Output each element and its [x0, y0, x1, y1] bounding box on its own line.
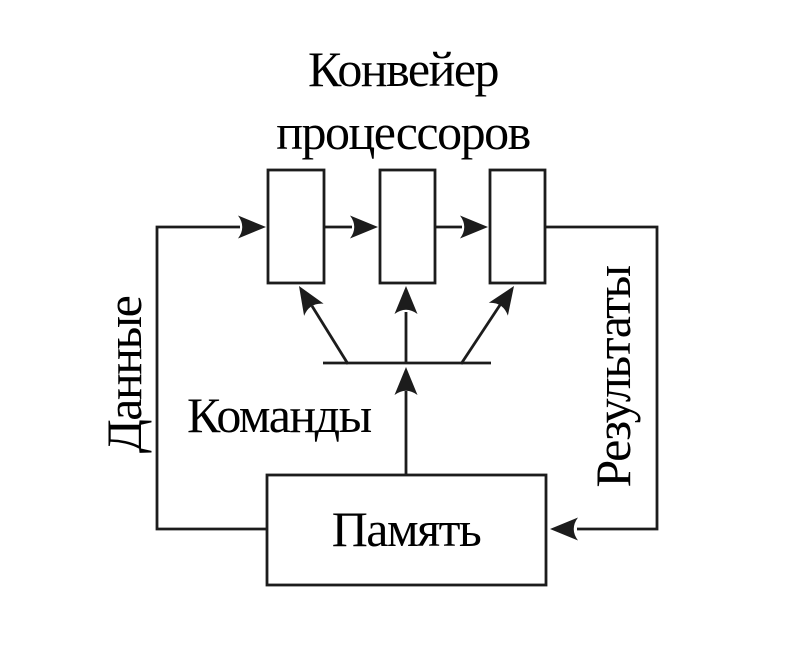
- arrow-head-bar-into-stage-1: [299, 286, 324, 316]
- data-label: Данные: [96, 296, 152, 453]
- commands-label: Команды: [187, 387, 372, 443]
- data-flow-line: [155, 225, 266, 531]
- pipeline-stage-box-1: [266, 168, 326, 285]
- memory-label: Память: [332, 501, 481, 557]
- pipeline-stage-box-3: [488, 168, 547, 285]
- arrow-head-into-memory: [550, 517, 578, 541]
- bar-to-stage3-line: [459, 304, 502, 365]
- arrow-head-into-stage-1: [238, 215, 266, 239]
- results-flow-line: [545, 225, 659, 531]
- diagram-title-line-1: Конвейер: [308, 41, 499, 97]
- memory-box: [265, 473, 548, 587]
- arrow-head-bar-into-stage-3: [488, 286, 514, 316]
- diagram-title-line-2: процессоров: [276, 104, 529, 160]
- arrow-head-into-stage-2: [350, 215, 378, 239]
- results-label: Результаты: [585, 266, 641, 488]
- arrow-head-into-stage-3: [460, 215, 488, 239]
- arrow-head-into-bar: [394, 367, 418, 395]
- bar-to-stage1-line: [310, 305, 350, 365]
- pipeline-stage-box-2: [378, 168, 437, 285]
- arrow-head-bar-into-stage-2: [394, 286, 418, 314]
